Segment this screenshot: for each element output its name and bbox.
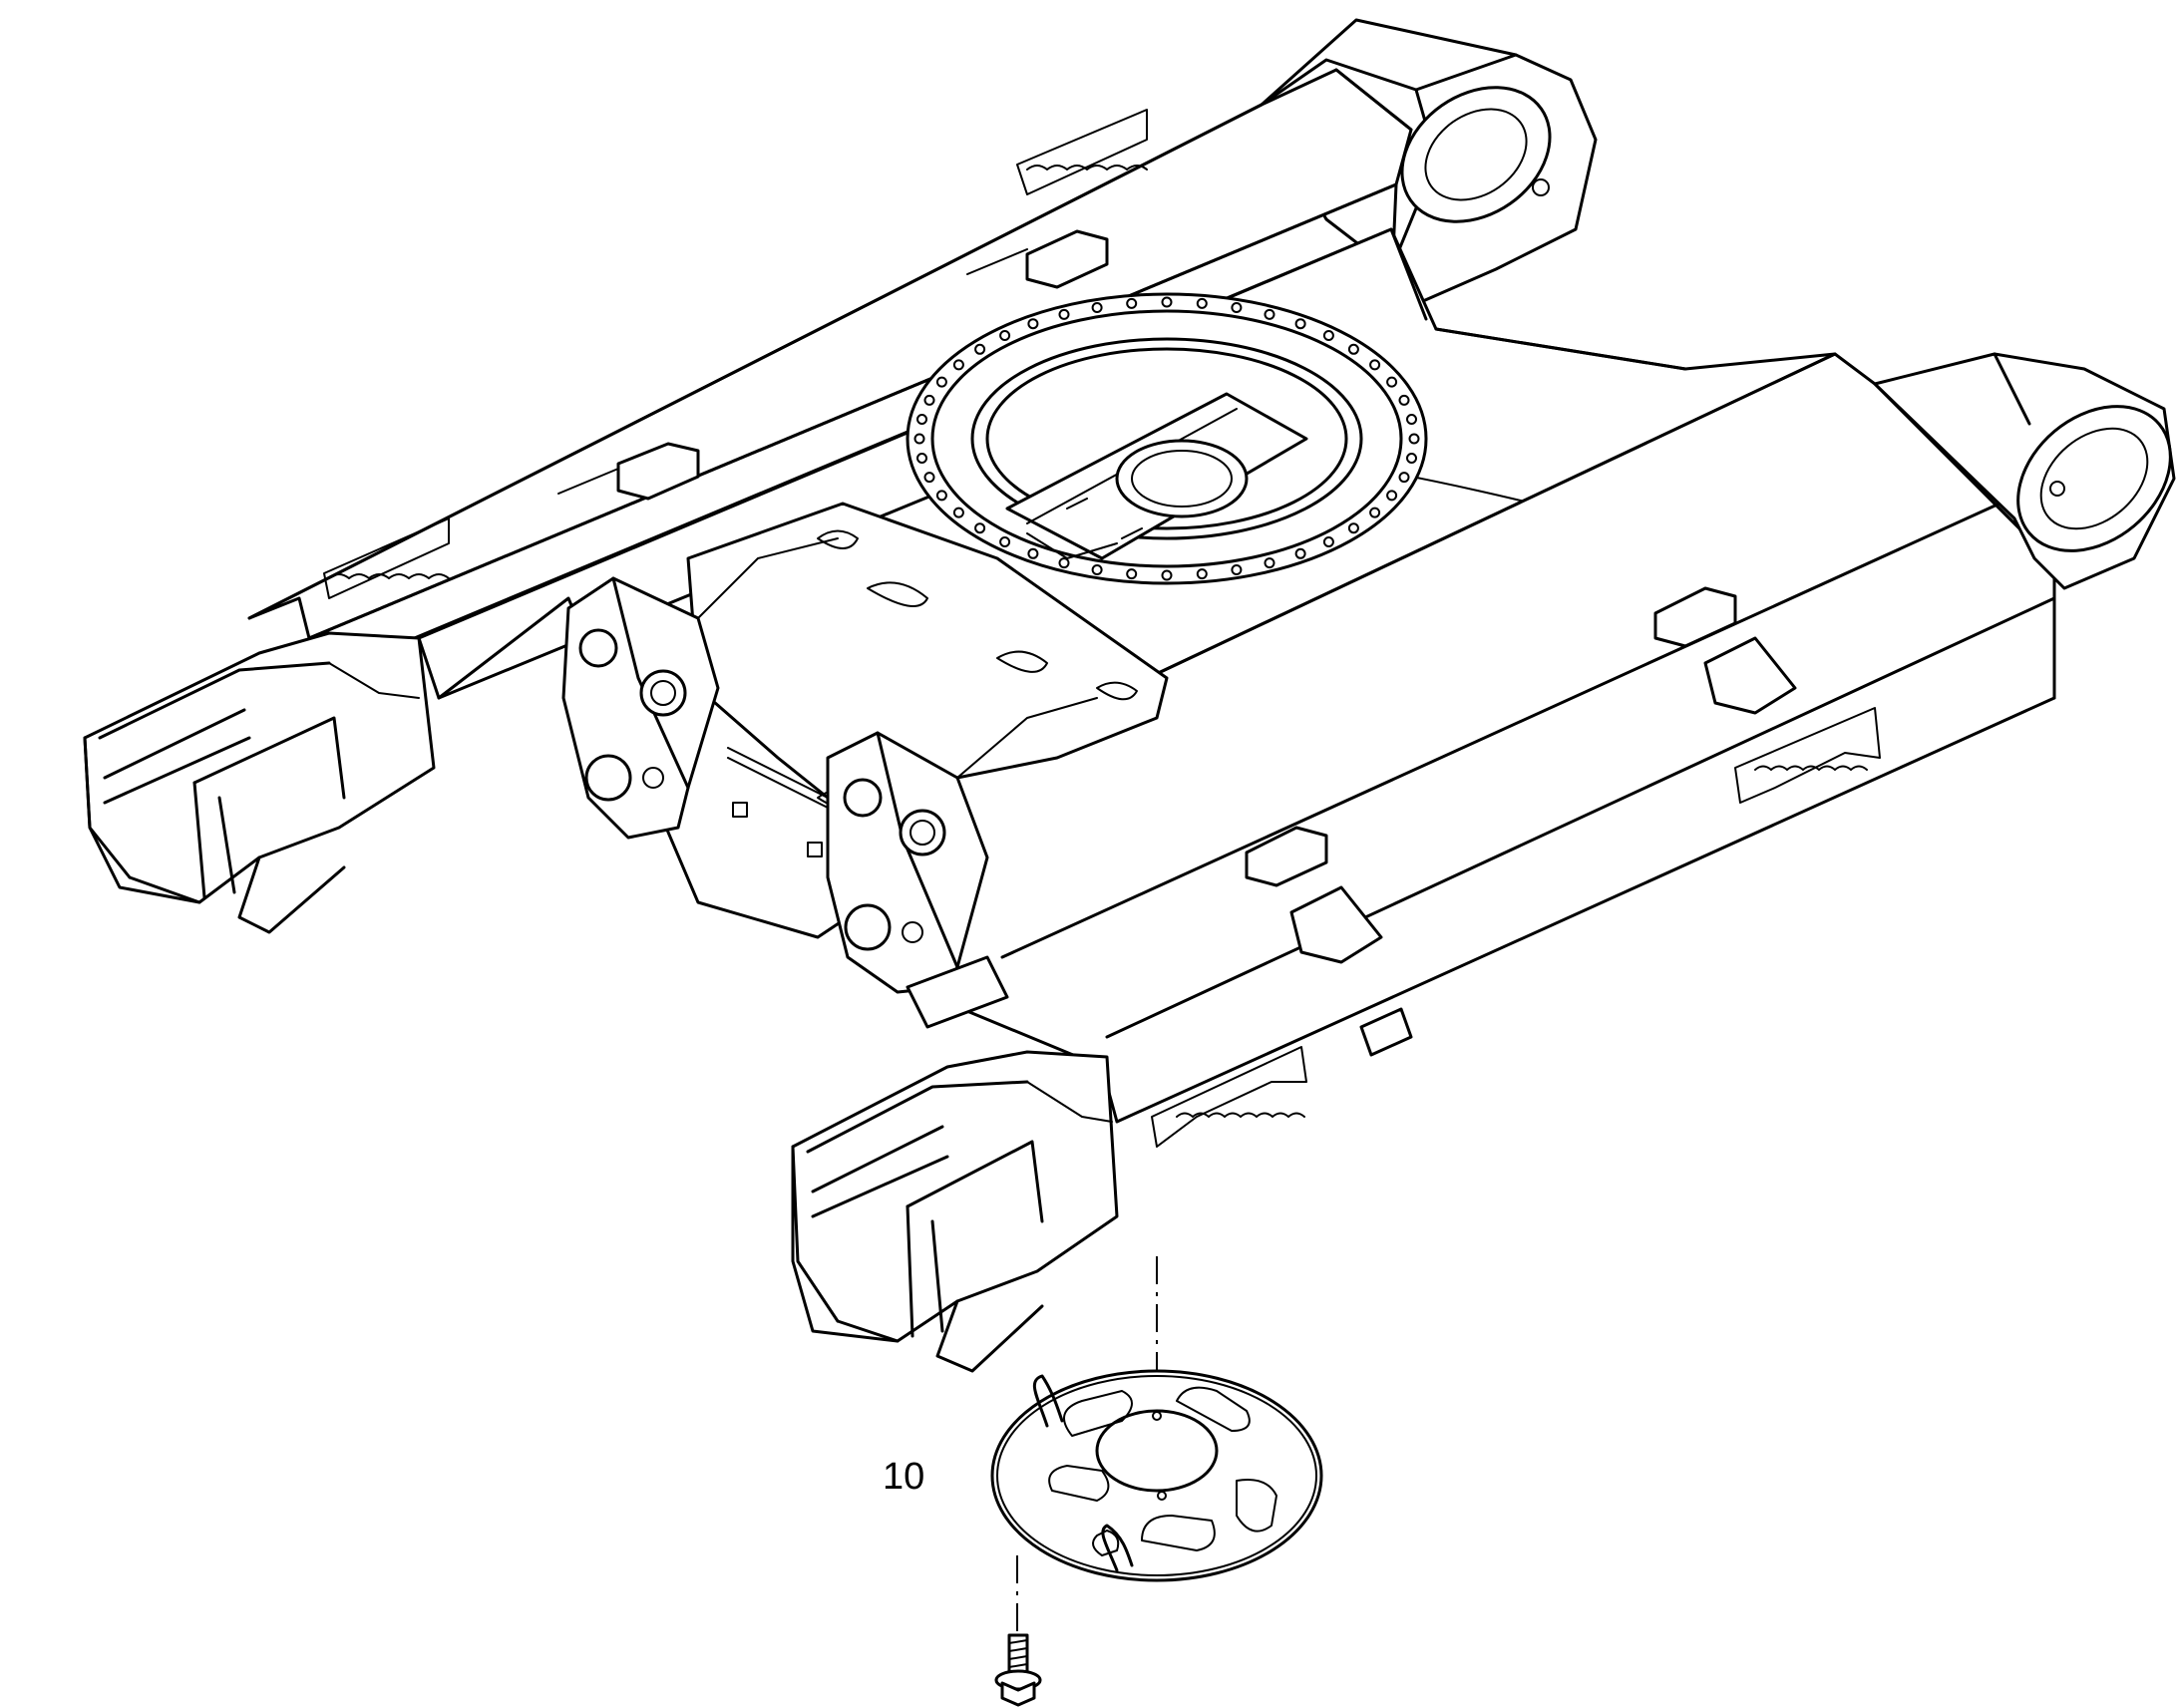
ring-bolt-hole	[1091, 564, 1103, 575]
ring-bolt-hole	[935, 490, 947, 502]
ring-bolt-hole	[1294, 318, 1306, 330]
swing-bearing-ring	[906, 292, 1428, 585]
ring-bolt-hole	[1322, 536, 1334, 547]
ring-bolt-hole	[1196, 568, 1208, 580]
ring-bolt-hole	[1294, 547, 1306, 559]
flange-bolt	[994, 1633, 1042, 1707]
ring-bolt-hole	[913, 433, 925, 445]
ring-bolt-hole	[1196, 297, 1208, 309]
ring-bolt-hole	[1161, 569, 1173, 581]
ring-bolt-hole	[1231, 564, 1243, 575]
ring-bolt-hole	[974, 522, 986, 534]
ring-bolt-hole	[916, 453, 927, 464]
ring-bolt-hole	[1369, 359, 1381, 371]
ring-bolt-hole	[1347, 522, 1359, 534]
ring-bolt-hole	[1369, 507, 1381, 518]
ring-bolt-hole	[1322, 330, 1334, 341]
ring-bolt-hole	[1264, 557, 1275, 569]
ring-bolt-hole	[1126, 297, 1138, 309]
right-idler-end	[791, 1050, 1119, 1373]
ring-bolt-hole	[1406, 453, 1417, 464]
ring-bolt-hole	[923, 472, 935, 484]
ring-bolt-hole	[935, 376, 947, 388]
ring-bolt-hole	[1408, 433, 1420, 445]
ring-bolt-hole	[923, 394, 935, 406]
ring-bolt-hole	[1398, 394, 1410, 406]
ring-bolt-hole	[1058, 557, 1070, 569]
ring-bolt-hole	[999, 330, 1011, 341]
cover-plate-part	[990, 1369, 1323, 1582]
callout-label-10: 10	[883, 1456, 925, 1498]
left-idler-end	[83, 631, 436, 934]
ring-bolt-hole	[1161, 296, 1173, 308]
ring-bolt-hole	[1126, 568, 1138, 580]
ring-bolt-hole	[952, 359, 964, 371]
ring-bolt-hole	[974, 343, 986, 355]
blade-mount-brackets	[561, 502, 1169, 1029]
ring-bolt-hole	[952, 507, 964, 518]
ring-bolt-hole	[999, 536, 1011, 547]
right-track-frame	[955, 352, 2056, 1148]
ring-bolt-hole	[916, 414, 927, 425]
ring-bolt-hole	[1091, 302, 1103, 313]
ring-bolt-hole	[1027, 547, 1039, 559]
ring-bolt-hole	[1264, 308, 1275, 320]
ring-bolt-holes	[913, 296, 1420, 581]
ring-bolt-hole	[1406, 414, 1417, 425]
ring-bolt-hole	[1398, 472, 1410, 484]
ring-bolt-hole	[1027, 318, 1039, 330]
ring-bolt-hole	[1386, 490, 1398, 502]
ring-bolt-hole	[1386, 376, 1398, 388]
right-motor-mount	[1873, 352, 2176, 590]
ring-bolt-hole	[1231, 302, 1243, 313]
ring-bolt-hole	[1347, 343, 1359, 355]
ring-bolt-hole	[1058, 308, 1070, 320]
